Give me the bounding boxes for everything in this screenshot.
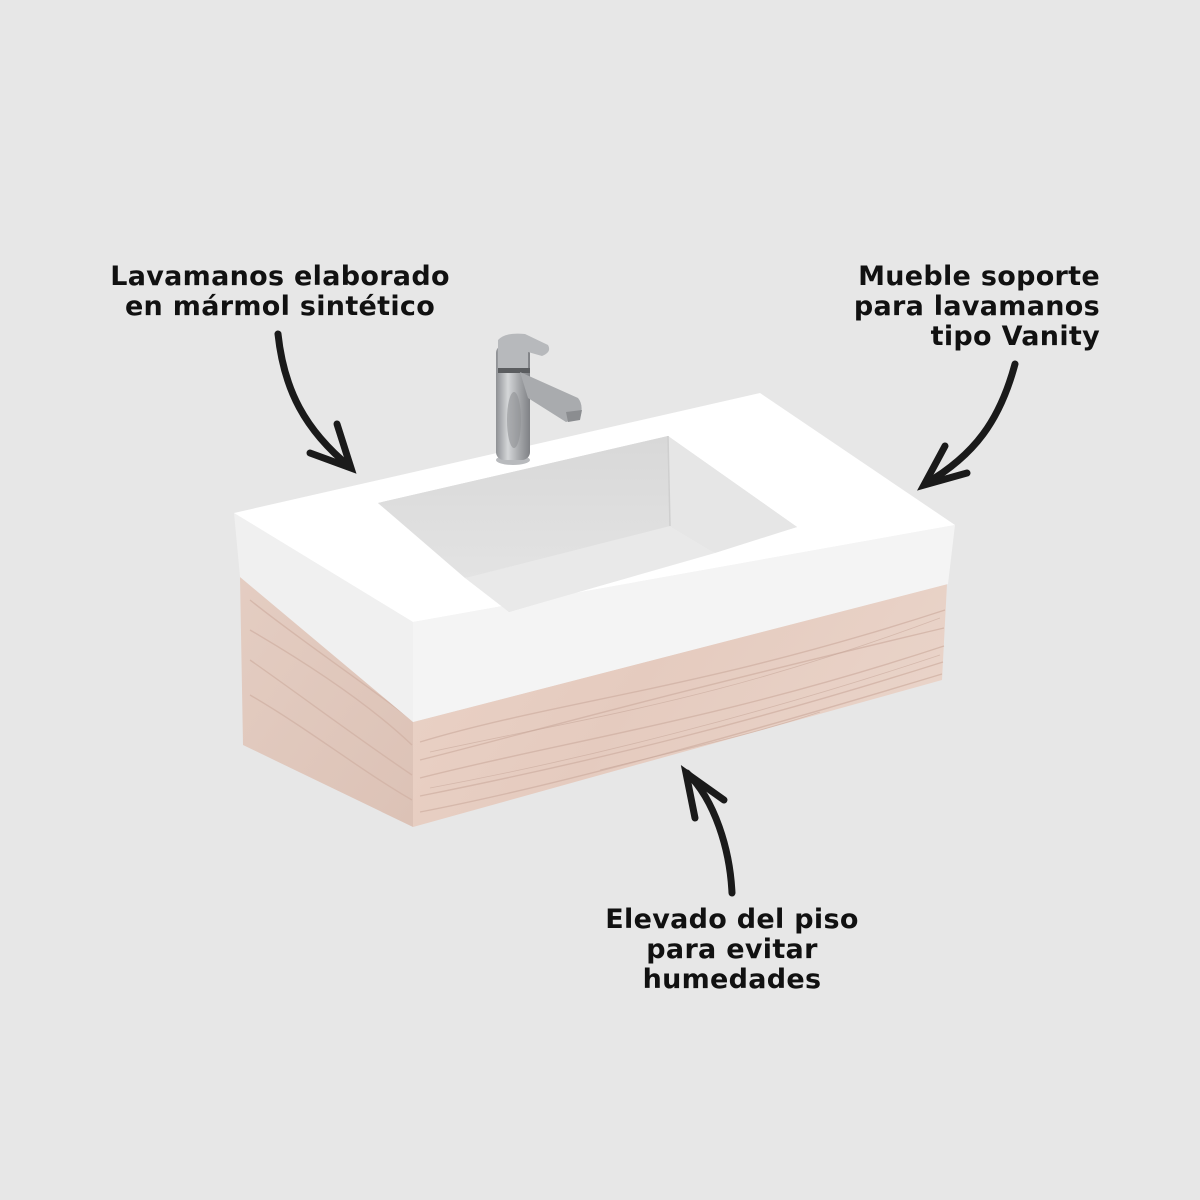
label-line: humedades [642,964,822,995]
label-line: en mármol sintético [124,291,436,322]
countertop-left-face [234,513,413,722]
countertop-front-face [413,525,955,722]
basin-back-wall [378,436,670,578]
label-line: Elevado del piso [605,904,859,935]
wood-cabinet [240,577,947,827]
arrow-to-bottom-icon [680,765,736,897]
sink-basin [378,435,797,612]
basin-right-wall [668,436,797,553]
label-sink-material: Lavamanos elaborado en mármol sintético [100,262,460,322]
label-line: para evitar [646,934,818,965]
label-vanity-cabinet: Mueble soporte para lavamanos tipo Vanit… [790,262,1100,352]
wood-grain [249,599,946,813]
cabinet-left-face [240,577,413,827]
label-line: Lavamanos elaborado [110,261,450,292]
basin-floor [465,526,715,612]
label-line: para lavamanos [853,291,1100,322]
faucet [496,333,582,465]
cabinet-front-face [413,584,947,827]
label-elevated: Elevado del piso para evitar humedades [582,905,882,995]
arrow-to-cabinet-icon [917,360,1019,491]
label-line: tipo Vanity [930,321,1100,352]
label-line: Mueble soporte [858,261,1100,292]
arrow-to-sink-icon [274,330,357,474]
